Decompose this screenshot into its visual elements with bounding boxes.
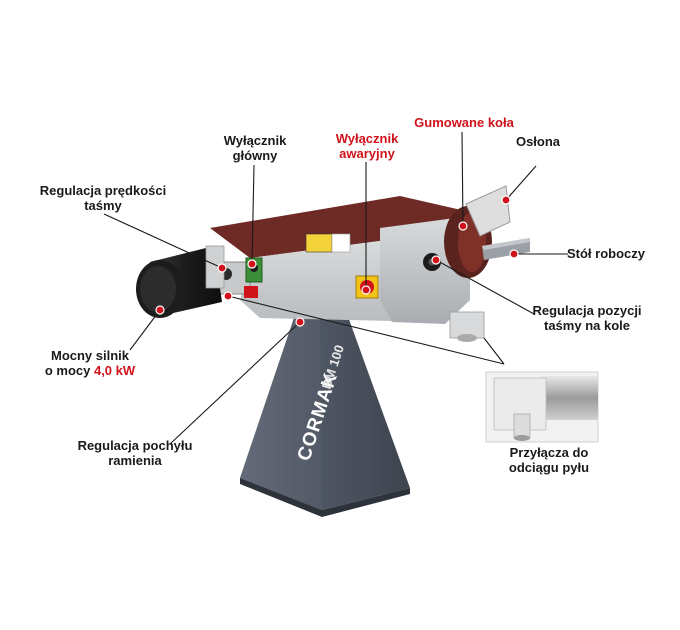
callout-markers — [155, 195, 519, 327]
machine-body — [209, 185, 511, 324]
label-main-switch: Wyłącznik główny — [223, 133, 287, 163]
marker-belt-position — [431, 255, 441, 265]
label-rubber-wheels: Gumowane koła — [414, 115, 514, 130]
label-guard: Osłona — [515, 134, 561, 149]
dust-port-inset — [485, 371, 599, 443]
label-belt-position: Regulacja pozycji taśmy na kole — [532, 303, 642, 333]
marker-arm-tilt — [295, 317, 305, 327]
label-dust-port: Przyłącza do odciągu pyłu — [508, 445, 590, 475]
marker-motor — [155, 305, 165, 315]
work-table — [482, 238, 530, 260]
marker-speed-regulation — [217, 263, 227, 273]
motor-power-value: 4,0 kW — [93, 363, 136, 378]
marker-work-table — [509, 249, 519, 259]
marker-dust-port — [223, 291, 233, 301]
motor — [136, 245, 225, 318]
marker-main-switch — [247, 259, 257, 269]
label-arm-tilt: Regulacja pochyłu ramienia — [77, 438, 193, 468]
leader-lines — [103, 131, 568, 445]
label-work-table: Stół roboczy — [566, 246, 645, 261]
marker-rubber-wheels — [458, 221, 468, 231]
marker-emergency-switch — [361, 285, 371, 295]
dust-port — [449, 311, 485, 342]
label-speed-regulation: Regulacja prędkości taśmy — [39, 183, 167, 213]
marker-guard — [501, 195, 511, 205]
label-emergency-switch: Wyłącznik awaryjny — [335, 131, 399, 161]
label-motor: Mocny silnik o mocy 4,0 kW — [44, 348, 136, 378]
machine-stand: CORMAK BM 100 — [240, 300, 410, 517]
